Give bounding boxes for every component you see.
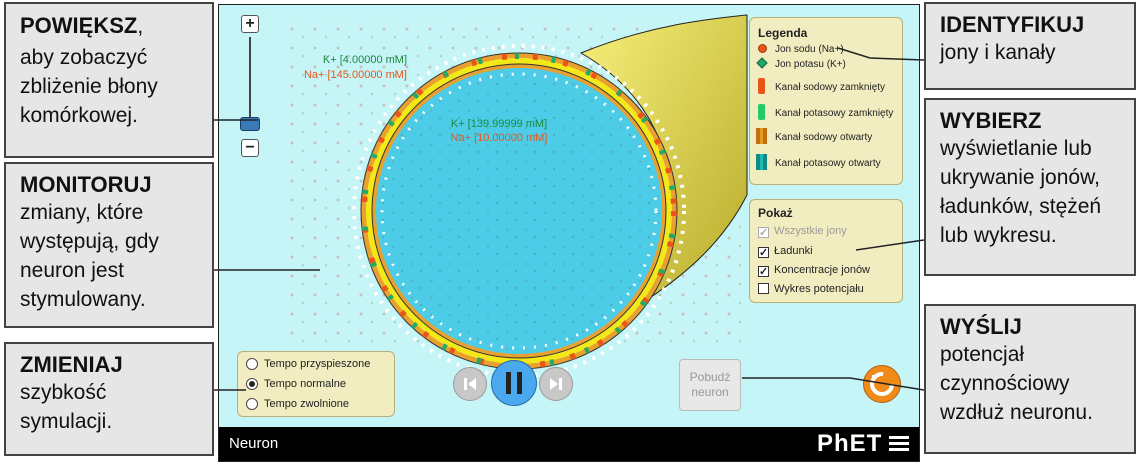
pause-button[interactable]: [491, 360, 537, 406]
potassium-channel-open-icon: [756, 154, 767, 170]
legend-item-sodium-channel-open: Kanał sodowy otwarty: [756, 128, 872, 144]
callout-identify-body: jony i kanały: [940, 41, 1056, 64]
step-forward-icon: [550, 378, 562, 390]
callout-choose: WYBIERZ wyświetlanie lub ukrywanie jonów…: [924, 98, 1136, 276]
legend-item-potassium-channel-open: Kanał potasowy otwarty: [756, 154, 881, 170]
callout-monitor: MONITORUJ zmiany, które występują, gdy n…: [4, 162, 214, 328]
zoom-slider-track[interactable]: [249, 37, 251, 125]
callout-zoom: POWIĘKSZ, aby zobaczyć zbliżenie błony k…: [4, 2, 214, 158]
callout-choose-head: WYBIERZ: [940, 108, 1042, 133]
legend-label: Kanał sodowy otwarty: [775, 132, 873, 143]
step-back-button[interactable]: [453, 367, 487, 401]
neuron-membrane-view: [281, 14, 751, 378]
checkbox-charges[interactable]: ✓ Ładunki: [758, 245, 813, 259]
menu-icon[interactable]: [889, 436, 909, 452]
checkbox-label: Koncentracje jonów: [774, 264, 871, 276]
legend-label: Jon potasu (K+): [775, 59, 846, 70]
callout-send: WYŚLIJ potencjał czynnościowy wzdłuż neu…: [924, 304, 1136, 454]
radio-speed-fast[interactable]: Tempo przyspieszone: [246, 358, 370, 370]
inside-sodium-concentration: Na+ [10.00000 mM]: [450, 132, 548, 144]
zoom-in-button[interactable]: +: [241, 15, 259, 33]
inside-potassium-concentration: K+ [139.99999 mM]: [450, 118, 548, 130]
stimulate-neuron-button[interactable]: Pobudź neuron: [679, 359, 741, 411]
radio-label: Tempo przyspieszone: [264, 358, 371, 370]
radio-speed-slow-circle[interactable]: [246, 398, 258, 410]
legend-label: Kanał potasowy otwarty: [775, 158, 881, 169]
reset-all-button[interactable]: [863, 365, 901, 403]
potassium-ion-icon: [756, 57, 768, 69]
phet-logo[interactable]: PhET: [817, 430, 883, 457]
outside-sodium-concentration: Na+ [145.00000 mM]: [303, 69, 407, 81]
stimulate-neuron-label: Pobudź neuron: [689, 370, 731, 399]
checkbox-label: Wykres potencjału: [774, 283, 864, 295]
checkbox-label: Wszystkie jony: [774, 225, 847, 237]
membrane-charges-ring: [352, 44, 686, 378]
pause-icon: [506, 372, 522, 394]
radio-speed-normal[interactable]: Tempo normalne: [246, 378, 346, 390]
callout-identify-head: IDENTYFIKUJ: [940, 12, 1085, 37]
callout-speed-body: szybkość symulacji.: [20, 381, 113, 433]
legend-item-potassium-channel-closed: Kanał potasowy zamknięty: [758, 104, 893, 120]
callout-zoom-head: POWIĘKSZ: [20, 13, 138, 38]
step-forward-button[interactable]: [539, 367, 573, 401]
step-back-icon: [464, 378, 476, 390]
legend-label: Kanał potasowy zamknięty: [775, 108, 894, 119]
show-panel: Pokaż ✓ Wszystkie jony ✓ Ładunki ✓ Koncentr…: [749, 199, 903, 303]
legend-title: Legenda: [758, 26, 808, 40]
inner-charges-ring: [380, 72, 658, 350]
callout-speed: ZMIENIAJ szybkość symulacji.: [4, 342, 214, 456]
cell-interior-ions: [378, 70, 660, 352]
checkbox-concentrations-box[interactable]: ✓: [758, 266, 769, 278]
potassium-channel-closed-icon: [758, 104, 765, 120]
callout-monitor-body: zmiany, które występują, gdy neuron jest…: [20, 201, 159, 311]
legend-label: Kanał sodowy zamknięty: [775, 82, 886, 93]
navigation-bar: Neuron PhET: [219, 427, 919, 461]
checkbox-all-ions-box[interactable]: ✓: [758, 227, 769, 239]
radio-label: Tempo normalne: [264, 378, 346, 390]
callout-choose-body: wyświetlanie lub ukrywanie jonów, ładunk…: [940, 137, 1102, 247]
callout-zoom-head-line: POWIĘKSZ,: [20, 12, 202, 43]
simulation-screen: + − K+ [4.00000 mM] Na+ [145.00000 mM] K…: [218, 4, 920, 462]
checkbox-charges-box[interactable]: ✓: [758, 247, 769, 259]
zoom-slider-thumb[interactable]: [240, 117, 260, 131]
reset-icon: [870, 372, 894, 396]
checkbox-label: Ładunki: [774, 245, 813, 257]
callout-send-head: WYŚLIJ: [940, 314, 1022, 339]
legend-item-potassium-ion: Jon potasu (K+): [756, 57, 846, 70]
sodium-channel-open-icon: [756, 128, 767, 144]
callout-identify: IDENTYFIKUJ jony i kanały: [924, 2, 1136, 90]
legend-item-sodium-channel-closed: Kanał sodowy zamknięty: [758, 78, 885, 94]
callout-zoom-comma: ,: [137, 15, 144, 38]
legend-panel: Legenda Jon sodu (Na+) Jon potasu (K+) K…: [749, 17, 903, 185]
membrane-ion-channels: [361, 53, 677, 369]
speed-panel: Tempo przyspieszone Tempo normalne Tempo…: [237, 351, 395, 417]
radio-label: Tempo zwolnione: [264, 398, 349, 410]
radio-speed-fast-circle[interactable]: [246, 358, 258, 370]
callout-send-body: potencjał czynnościowy wzdłuż neuronu.: [940, 343, 1093, 424]
sodium-ion-icon: [758, 44, 767, 53]
callout-zoom-body: aby zobaczyć zbliżenie błony komórkowej.: [20, 46, 158, 127]
checkbox-potential-chart[interactable]: Wykres potencjału: [758, 283, 864, 295]
radio-speed-slow[interactable]: Tempo zwolnione: [246, 398, 349, 410]
legend-item-sodium-ion: Jon sodu (Na+): [758, 44, 844, 55]
legend-label: Jon sodu (Na+): [775, 44, 844, 55]
checkbox-all-ions[interactable]: ✓ Wszystkie jony: [758, 225, 847, 239]
callout-monitor-head: MONITORUJ: [20, 172, 152, 197]
checkbox-potential-chart-box[interactable]: [758, 283, 769, 294]
show-title: Pokaż: [758, 206, 793, 220]
radio-speed-normal-circle[interactable]: [246, 378, 258, 390]
checkbox-concentrations[interactable]: ✓ Koncentracje jonów: [758, 264, 871, 278]
callout-speed-head: ZMIENIAJ: [20, 352, 123, 377]
sim-title: Neuron: [229, 435, 279, 452]
zoom-out-button[interactable]: −: [241, 139, 259, 157]
outside-potassium-concentration: K+ [4.00000 mM]: [322, 54, 407, 66]
sodium-channel-closed-icon: [758, 78, 765, 94]
